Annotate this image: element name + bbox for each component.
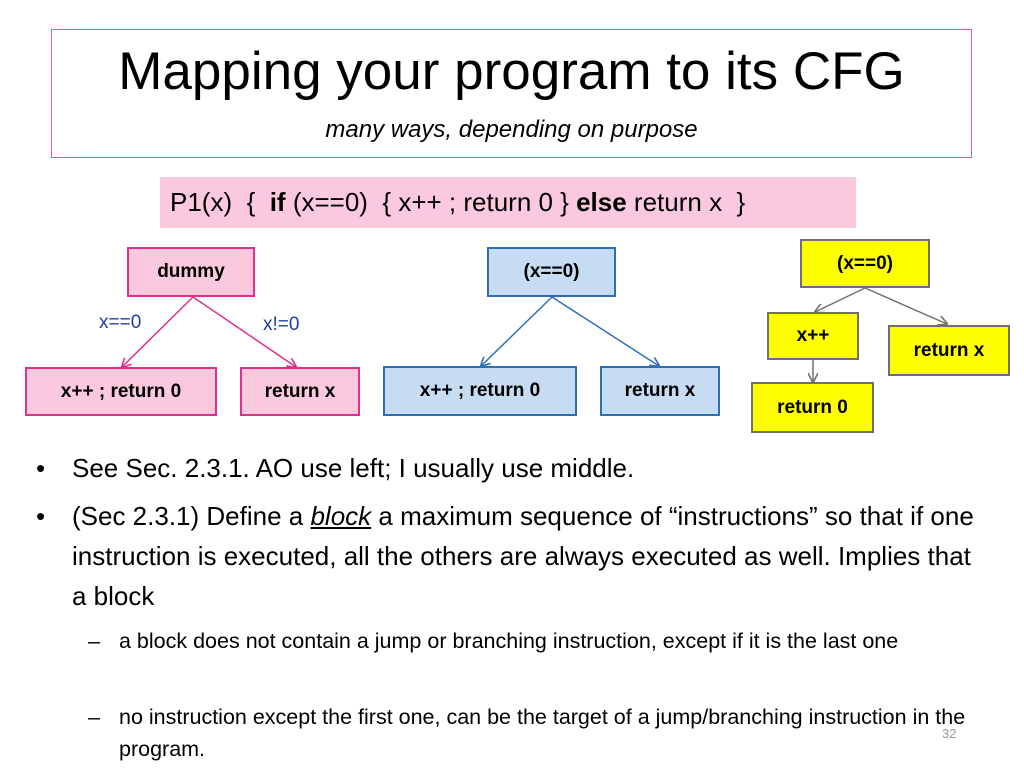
sub-bullet-1: a block does not contain a jump or branc… [119,629,899,653]
bullet-2-pre: (Sec 2.3.1) Define a [72,501,311,531]
slide-subtitle: many ways, depending on purpose [325,116,698,143]
bullet-1: See Sec. 2.3.1. AO use left; I usually u… [72,453,635,483]
edge-middle-cond-to-then [481,296,553,366]
code-keyword-if: if [269,187,286,217]
right-node-return-0: return 0 [751,382,874,433]
bullet-2: (Sec 2.3.1) Define a block a maximum seq… [72,496,992,616]
code-part-3: return x } [626,187,746,217]
edge-right-cond-to-return-x [864,287,947,324]
left-node-dummy: dummy [127,247,255,297]
right-node-return-x: return x [888,325,1010,376]
edge-left-dummy-to-else [192,296,296,367]
code-part-1: P1(x) { [170,187,270,217]
code-snippet: P1(x) { if (x==0) { x++ ; return 0 } els… [160,177,856,228]
left-edge-label-false: x!=0 [263,314,300,335]
left-edge-label-true: x==0 [99,312,142,333]
edge-middle-cond-to-else [551,296,659,366]
middle-node-condition: (x==0) [487,247,616,297]
edge-right-cond-to-incr [815,287,866,312]
sub-bullet-2: no instruction except the first one, can… [119,705,966,761]
bullet-2-post: a maximum sequence of “instructions” so … [72,501,974,611]
right-node-condition: (x==0) [800,239,930,288]
left-node-then: x++ ; return 0 [25,367,217,416]
bullet-marker: • [36,453,46,483]
bullet-marker: • [36,501,46,531]
left-node-else: return x [240,367,360,416]
code-keyword-else: else [576,187,627,217]
code-part-2: (x==0) { x++ ; return 0 } [285,187,577,217]
middle-node-then: x++ ; return 0 [383,366,577,416]
middle-node-else: return x [600,366,720,416]
edge-left-dummy-to-then [122,296,194,367]
title-box: Mapping your program to its CFG many way… [51,29,972,158]
bullet-2-emph-block: block [310,501,372,531]
right-node-increment: x++ [767,312,859,360]
page-number: 32 [942,726,957,741]
slide-title: Mapping your program to its CFG [118,42,905,101]
sub-bullet-marker: – [88,629,100,653]
sub-bullet-marker: – [88,705,100,729]
